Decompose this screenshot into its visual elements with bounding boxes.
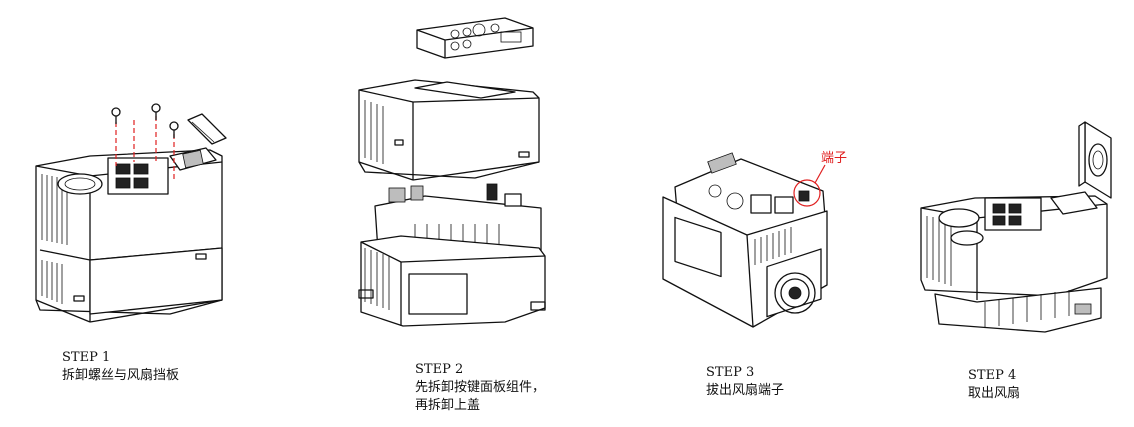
step-1-label: STEP 1	[62, 350, 111, 365]
step-2-caption: STEP 2 先拆卸按键面板组件， 再拆卸上盖	[415, 361, 545, 415]
fan-baffle-plate	[187, 113, 227, 145]
step-3-caption: STEP 3 拔出风扇端子	[706, 364, 784, 400]
terminal-callout-label: 端子	[821, 151, 848, 166]
step-4-label: STEP 4	[968, 368, 1017, 383]
step-1-description: 拆卸螺丝与风扇挡板	[62, 368, 180, 383]
keypad-panel	[416, 17, 534, 59]
step-2-label: STEP 2	[415, 362, 464, 377]
inverter-fan-terminal-drawing	[662, 152, 828, 328]
inverter-with-screws-drawing	[35, 103, 227, 323]
step-1-illustration	[30, 100, 240, 330]
step-3-illustration: 端子	[655, 145, 855, 335]
step-3-description: 拔出风扇端子	[706, 383, 785, 398]
step-3-label: STEP 3	[706, 365, 755, 380]
step-4-description: 取出风扇	[968, 386, 1021, 401]
step-1-caption: STEP 1 拆卸螺丝与风扇挡板	[62, 349, 179, 385]
inverter-exploded-drawing	[358, 17, 546, 327]
inverter-fan-removed-drawing	[920, 121, 1112, 333]
fan-terminal-connector	[798, 190, 810, 202]
step-4-illustration	[915, 118, 1115, 338]
step-2-description-line-2: 再拆卸上盖	[415, 398, 481, 413]
step-4-caption: STEP 4 取出风扇	[968, 367, 1020, 403]
screw-icon	[111, 103, 179, 138]
upper-cover	[358, 79, 540, 179]
terminal-callout-circle	[793, 179, 821, 207]
step-2-description-line-1: 先拆卸按键面板组件，	[415, 380, 546, 395]
step-2-illustration	[355, 12, 555, 332]
